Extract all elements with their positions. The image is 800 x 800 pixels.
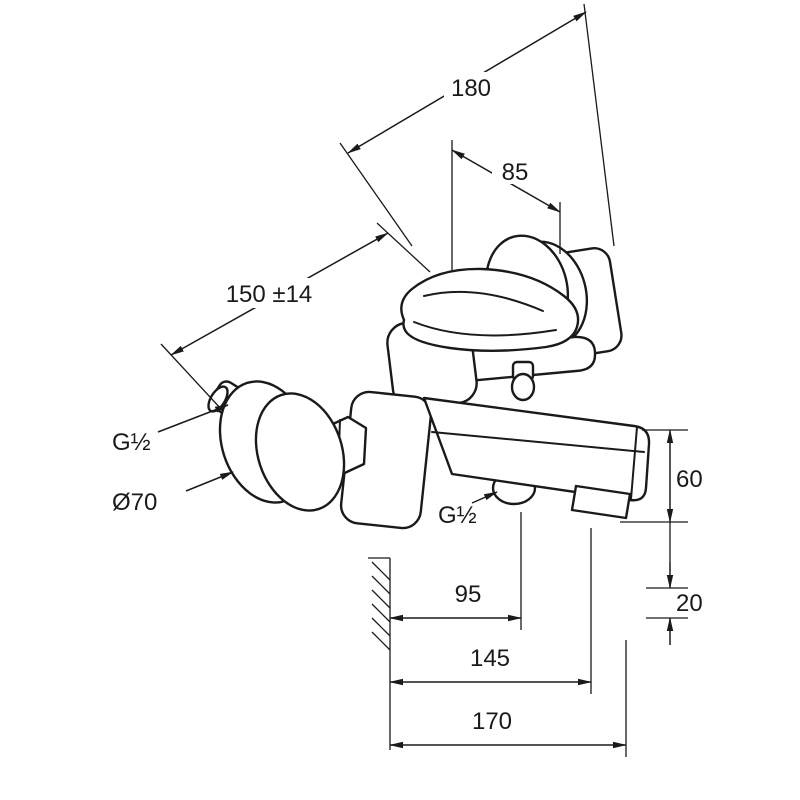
dimension-145: 145 [389, 528, 592, 694]
dim-label-20: 20 [676, 590, 703, 617]
faucet-drawing [207, 234, 651, 530]
dimension-150: 150 ±14 [160, 222, 431, 411]
handle-crease-bottom [413, 321, 557, 337]
dim-label-150: 150 ±14 [226, 281, 313, 308]
wall-pipe-cap [207, 385, 229, 413]
dim-label-60: 60 [676, 466, 703, 493]
handle-crease-top [423, 290, 544, 312]
diameter-label: Ø70 [112, 489, 157, 516]
dimension-180: 180 [339, 3, 615, 247]
screw-cap [510, 372, 536, 402]
label-thread-spout: G½ [438, 491, 498, 529]
spout [422, 396, 651, 502]
left-escutcheon [254, 392, 346, 512]
dimension-20: 20 [646, 522, 703, 645]
dimension-60: 60 [620, 429, 703, 523]
dimension-95: 95 [389, 512, 522, 630]
dimension-170: 170 [389, 640, 627, 757]
dim-label-95: 95 [455, 581, 482, 608]
label-thread-left: G½ [112, 404, 229, 456]
thread-left-label: G½ [112, 429, 151, 456]
thread-spout-label: G½ [438, 502, 477, 529]
aerator [570, 484, 632, 520]
label-diameter-70: Ø70 [112, 471, 234, 516]
spout-end-face [630, 426, 638, 500]
wall-reference [368, 557, 391, 750]
dim-label-85: 85 [502, 159, 529, 186]
dim-label-180: 180 [451, 75, 491, 102]
dimension-85: 85 [451, 140, 561, 272]
spout-crease [431, 431, 645, 453]
dim-label-170: 170 [472, 708, 512, 735]
dim-label-145: 145 [470, 645, 510, 672]
